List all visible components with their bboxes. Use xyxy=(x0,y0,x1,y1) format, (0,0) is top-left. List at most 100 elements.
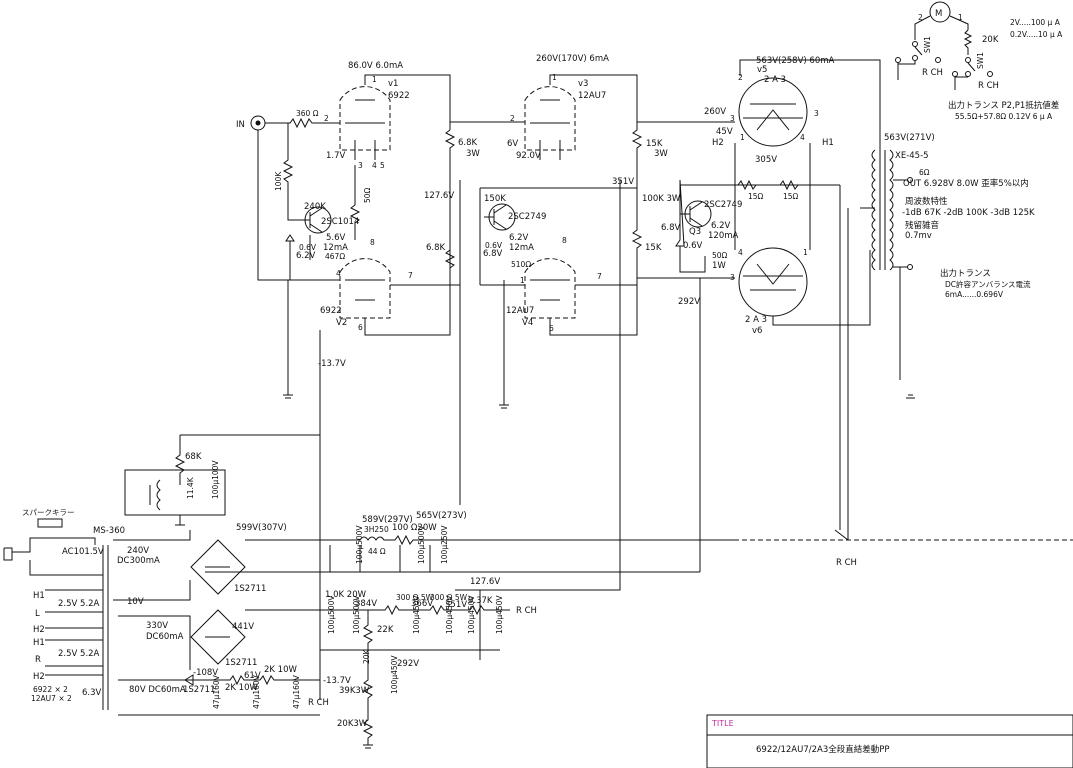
switch-label-2: SW1 xyxy=(976,52,985,69)
cap-neg-2: 47μ160V xyxy=(252,674,261,709)
svg-text:8: 8 xyxy=(562,236,567,245)
v2-type: 6922 xyxy=(320,306,342,316)
bridge1-label: 1S2711 xyxy=(234,584,266,594)
q3-emitter-watt: 1W xyxy=(712,261,726,271)
v2-name: V2 xyxy=(336,318,347,328)
ot-freq: -1dB 67K -2dB 100K -3dB 125K xyxy=(902,208,1035,218)
svg-text:3: 3 xyxy=(730,114,735,123)
meter-range-1: 2V.....100 μ A xyxy=(1010,18,1061,27)
neg-res-2: 2K 10W xyxy=(264,665,297,675)
cap-b1: 100μ500V xyxy=(355,525,364,564)
cap-d1: 100μ500V xyxy=(327,595,336,634)
svg-text:6: 6 xyxy=(358,323,363,332)
sec2-current: DC60mA xyxy=(146,632,184,642)
v5-type: 2 A 3 xyxy=(764,75,786,85)
q2-vbe: 0.6V xyxy=(485,241,503,250)
r-39k: 39K3W xyxy=(339,686,370,696)
q2-emitter-resistor: 510Ω xyxy=(511,260,531,269)
spark-killer-label: スパークキラー xyxy=(22,508,75,517)
meter-pin-right: 1 xyxy=(958,13,963,22)
ot-bplus: 563V(271V) xyxy=(884,133,935,143)
heater-h2: H2 xyxy=(33,625,45,635)
q2-current: 12mA xyxy=(509,243,534,253)
ot-output-spec: OUT 6.928V 8.0W 歪率5%以内 xyxy=(903,178,1029,189)
input-cathode-resistor: 100K xyxy=(274,171,283,191)
bridge2-label: 1S2711 xyxy=(225,658,257,668)
svg-text:3: 3 xyxy=(814,109,819,118)
q1-emitter-resistor: 467Ω xyxy=(325,252,345,261)
meter-rch-left: R CH xyxy=(922,68,943,78)
v-292: 292V xyxy=(397,659,419,669)
ot-p2p1-title: 出力トランス P2,P1抵抗値差 xyxy=(948,100,1059,111)
cap-d7: 100μ450V xyxy=(390,655,399,694)
heater-a: 2.5V 5.2A xyxy=(58,599,100,609)
v4-name: V4 xyxy=(522,318,533,328)
cap-d5: 100μ450V xyxy=(467,595,476,634)
heater-b: 2.5V 5.2A xyxy=(58,649,100,659)
heater-r: R xyxy=(35,655,41,665)
r-1k: 1.0K 20W xyxy=(325,590,367,600)
v1-type: 6922 xyxy=(388,91,410,101)
switch-label-1: SW1 xyxy=(923,36,932,53)
v-351: 351V xyxy=(445,600,467,610)
ot-noise: 0.7mv xyxy=(905,231,932,241)
q2-zener: 6.8V xyxy=(483,249,503,259)
q3-part: 2SC2749 xyxy=(704,200,742,210)
r-20k: 20K xyxy=(362,648,371,664)
heater-tubes-a: 6922 × 2 xyxy=(33,685,68,694)
q2-base-resistor: 150K xyxy=(484,194,506,204)
v1-plate-resistor: 6.8K xyxy=(458,138,478,148)
q1-zener: 6.2V xyxy=(296,251,316,261)
meter-label: M xyxy=(935,9,942,19)
choke-label: 3H250 xyxy=(364,525,389,534)
heater-h1: H1 xyxy=(33,591,45,601)
v1-operating-point: 86.0V 6.0mA xyxy=(348,61,403,71)
title-name: 6922/12AU7/2A3全段直結差動PP xyxy=(756,744,890,755)
cap-d4: 100μ450V xyxy=(445,595,454,634)
b-rch: R CH xyxy=(836,558,857,568)
b1-voltage: 599V(307V) xyxy=(236,523,287,533)
tube-v1: 86.0V 6.0mA v1 6922 1 2 3 4 5 1.7V 6.8K … xyxy=(324,61,525,180)
svg-text:6: 6 xyxy=(549,324,554,333)
ot-freq-title: 周波数特性 xyxy=(905,196,948,207)
q1-trim: 50Ω xyxy=(363,187,372,203)
sec3-label: 80V DC60mA xyxy=(129,685,186,695)
ac-input-label: AC101.5V xyxy=(62,547,104,557)
neg-out-voltage: -13.7V xyxy=(323,676,351,686)
svg-text:1: 1 xyxy=(803,248,808,257)
v6-type: 2 A 3 xyxy=(745,315,767,325)
q3-current: 120mA xyxy=(708,231,739,241)
cap-d2: 100μ500V xyxy=(352,595,361,634)
heater-l: L xyxy=(35,609,40,619)
v1-name: v1 xyxy=(388,79,398,89)
r-300a: 300 Ω 5W xyxy=(396,593,434,602)
svg-text:2: 2 xyxy=(510,114,515,123)
svg-text:3: 3 xyxy=(358,161,363,170)
b2-voltage: 589V(297V) xyxy=(362,515,413,525)
svg-text:2: 2 xyxy=(324,114,329,123)
v2-plate-resistor: 6.8K xyxy=(426,243,446,253)
input-section: IN 360 Ω 100K xyxy=(236,109,340,281)
cap-d6: 100μ450V xyxy=(495,595,504,634)
tube-v2: 127.6V 240K 2SC1014 50Ω 5.6V 12mA 0.6V 6… xyxy=(283,165,461,700)
q3-emitter-resistor: 50Ω xyxy=(712,251,728,260)
neg-voltage: -108V xyxy=(193,668,218,678)
svg-text:7: 7 xyxy=(408,271,413,280)
neg-rch: R CH xyxy=(308,698,329,708)
sec1-current: DC300mA xyxy=(117,556,160,566)
neg-res-1: 2K 10W xyxy=(225,683,258,693)
tube-v3: 260V(170V) 6mA v3 12AU7 1 2 6V 92.0V 15K… xyxy=(507,54,735,315)
output-tubes: 563V(258V) 60mA v5 2 A 3 2 3 3 1 4 260V … xyxy=(678,56,881,530)
meter-symbol xyxy=(929,1,951,23)
sec1b-voltage: 10V xyxy=(127,597,144,607)
bias-cap: 100μ100V xyxy=(211,460,220,499)
choke-resistance: 44 Ω xyxy=(368,547,386,556)
bridge2-voltage: 441V xyxy=(232,622,254,632)
q1-base-resistor: 240K xyxy=(304,202,326,212)
v3-plate-resistor-watt: 3W xyxy=(654,149,668,159)
tube-v4: 150K 2SC2749 6.2V 12mA 0.6V 6.8V 510Ω 1 … xyxy=(479,187,735,409)
ot-dc-sub: DC許容アンバランス電流 xyxy=(945,279,1031,289)
v5-grid-voltage: 260V xyxy=(704,107,726,117)
v3-cathode-voltage: 92.0V xyxy=(516,151,541,161)
title-label: TITLE xyxy=(711,719,734,728)
